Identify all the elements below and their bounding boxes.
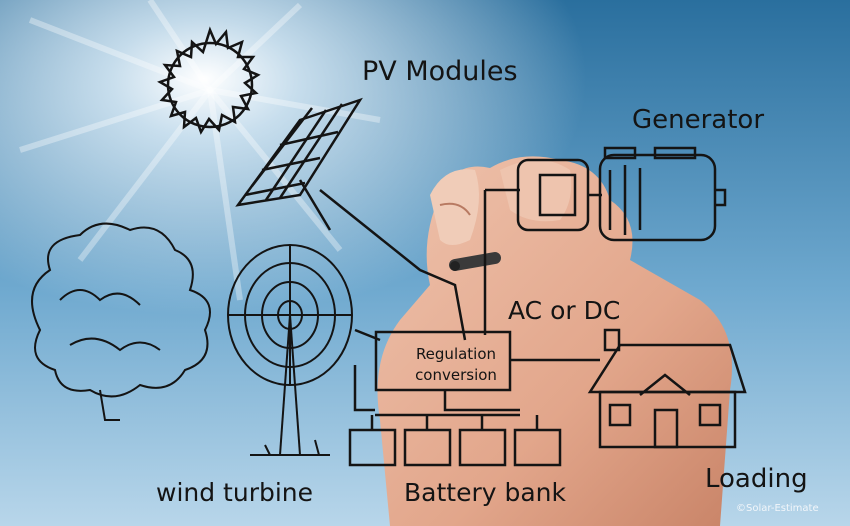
regulation-box-icon bbox=[374, 330, 512, 392]
tree-icon bbox=[31, 222, 211, 421]
house-icon bbox=[587, 328, 747, 449]
ac-or-dc-label: AC or DC bbox=[508, 296, 621, 325]
regulation-line: Regulation bbox=[415, 345, 497, 363]
pv-modules-label: PV Modules bbox=[362, 56, 518, 87]
regulation-conversion-label: Regulation conversion bbox=[404, 344, 508, 386]
watermark: ©Solar-Estimate bbox=[736, 503, 819, 514]
loading-label: Loading bbox=[705, 464, 808, 494]
battery-bank-label: Battery bank bbox=[404, 478, 566, 507]
conversion-line: conversion bbox=[415, 366, 497, 384]
pen bbox=[449, 252, 501, 271]
sun-rays bbox=[19, 0, 381, 301]
generator-icon bbox=[516, 146, 727, 242]
wind-turbine-icon bbox=[227, 244, 353, 456]
battery-bank-icon bbox=[348, 415, 562, 467]
wind-turbine-label: wind turbine bbox=[156, 478, 314, 507]
generator-label: Generator bbox=[632, 105, 765, 135]
pv-module-icon bbox=[235, 97, 363, 231]
wiring bbox=[319, 188, 600, 417]
sun-icon bbox=[157, 26, 261, 135]
